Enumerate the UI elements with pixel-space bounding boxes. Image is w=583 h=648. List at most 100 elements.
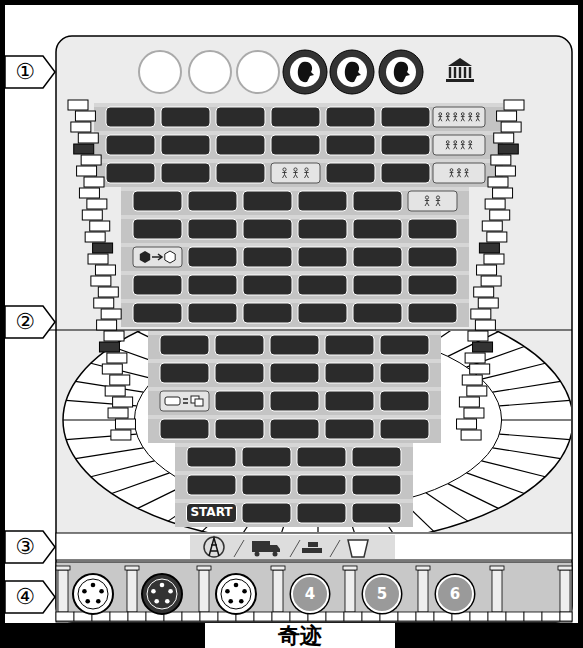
board-graphic (154, 599, 159, 604)
callout-tab-outline (5, 581, 55, 613)
board-graphic (215, 335, 264, 355)
board-graphic (270, 391, 319, 411)
node-label: ④ (15, 585, 35, 609)
board-graphic (468, 331, 488, 341)
board-graphic (326, 163, 375, 183)
board-graphic (506, 612, 524, 621)
board-graphic (454, 113, 457, 116)
margin (5, 5, 578, 623)
board-graphic (273, 552, 278, 557)
temple-icon (446, 58, 474, 82)
board-graphic (380, 419, 429, 439)
board-graphic (188, 191, 237, 211)
wall (94, 103, 503, 527)
board-graphic (121, 215, 469, 219)
board-graphic (78, 133, 98, 143)
board-graphic (381, 107, 430, 127)
board-graphic (133, 219, 182, 239)
board-graphic (478, 298, 498, 308)
board-graphic (325, 363, 374, 383)
node-label: 5 (377, 586, 387, 603)
board-graphic (215, 391, 264, 411)
board-graphic (560, 570, 570, 612)
callout-tab-outline (5, 306, 55, 338)
board-graphic (121, 243, 469, 271)
board-graphic (161, 163, 210, 183)
board-graphic (468, 143, 472, 149)
board-graphic (344, 612, 362, 621)
board-graphic (352, 447, 401, 467)
board-graphic (491, 155, 511, 165)
board-graphic (200, 612, 218, 621)
board-graphic (77, 166, 97, 176)
board-graphic (234, 540, 340, 557)
board-graphic (199, 570, 209, 612)
board-graphic (243, 247, 292, 267)
board-graphic (148, 415, 441, 419)
board-graphic (93, 243, 113, 253)
board-graphic (82, 589, 87, 594)
board-graphic (87, 199, 107, 209)
board-graphic (188, 275, 237, 295)
node-label: 奇迹 (278, 624, 322, 648)
board-graphic (326, 107, 375, 127)
board-graphic (188, 247, 237, 267)
board-graphic (243, 219, 292, 239)
board-graphic (380, 612, 398, 621)
board-graphic (99, 589, 104, 594)
board-graphic (453, 143, 457, 149)
board-graphic (293, 171, 297, 178)
board-graphic (433, 163, 485, 183)
board-graphic (142, 574, 182, 614)
board-graphic (326, 135, 375, 155)
board-graphic (113, 397, 133, 407)
board-graphic (446, 115, 450, 121)
wonder-name-plate: 奇迹 (205, 623, 395, 648)
board-graphic (107, 353, 127, 363)
board-graphic (85, 599, 90, 604)
board-graphic (282, 171, 286, 178)
board-graphic (558, 566, 572, 570)
board-graphic (297, 503, 346, 523)
board-graphic (271, 163, 320, 183)
board-graphic (175, 499, 413, 527)
board-graphic (237, 51, 279, 93)
board-graphic (56, 612, 74, 621)
node-label: ② (15, 310, 35, 334)
board-graphic (148, 359, 441, 363)
board-graphic (446, 143, 450, 149)
board-graphic (436, 199, 440, 206)
board-graphic (73, 574, 113, 614)
board-graphic (462, 375, 482, 385)
board-graphic (182, 612, 200, 621)
board-graphic (139, 51, 181, 93)
board-graphic (165, 397, 180, 405)
board-graphic (493, 448, 561, 459)
board-graphic (112, 473, 170, 494)
board-graphic (215, 363, 264, 383)
board-graphic (94, 298, 114, 308)
board-graphic (91, 583, 96, 588)
board-graphic (160, 583, 165, 588)
board-graphic (81, 155, 101, 165)
board-graphic (108, 408, 128, 418)
board-graphic (353, 247, 402, 267)
board-graphic (255, 552, 260, 557)
board-graphic (272, 612, 290, 621)
board-graphic (425, 196, 428, 199)
resource-icons (190, 535, 395, 559)
board-graphic (426, 493, 468, 521)
board-graphic (121, 271, 469, 275)
board-graphic (151, 589, 156, 594)
board-graphic (121, 299, 469, 327)
board (56, 36, 572, 622)
board-graphic (492, 570, 502, 612)
board-graphic (465, 353, 485, 363)
board-graphic (243, 191, 292, 211)
board-graphic (221, 579, 251, 609)
callout-tab-outline (5, 531, 55, 563)
board-graphic (88, 254, 108, 264)
board-graphic (353, 191, 402, 211)
board-graphic (425, 199, 429, 206)
board-graphic (343, 566, 357, 570)
